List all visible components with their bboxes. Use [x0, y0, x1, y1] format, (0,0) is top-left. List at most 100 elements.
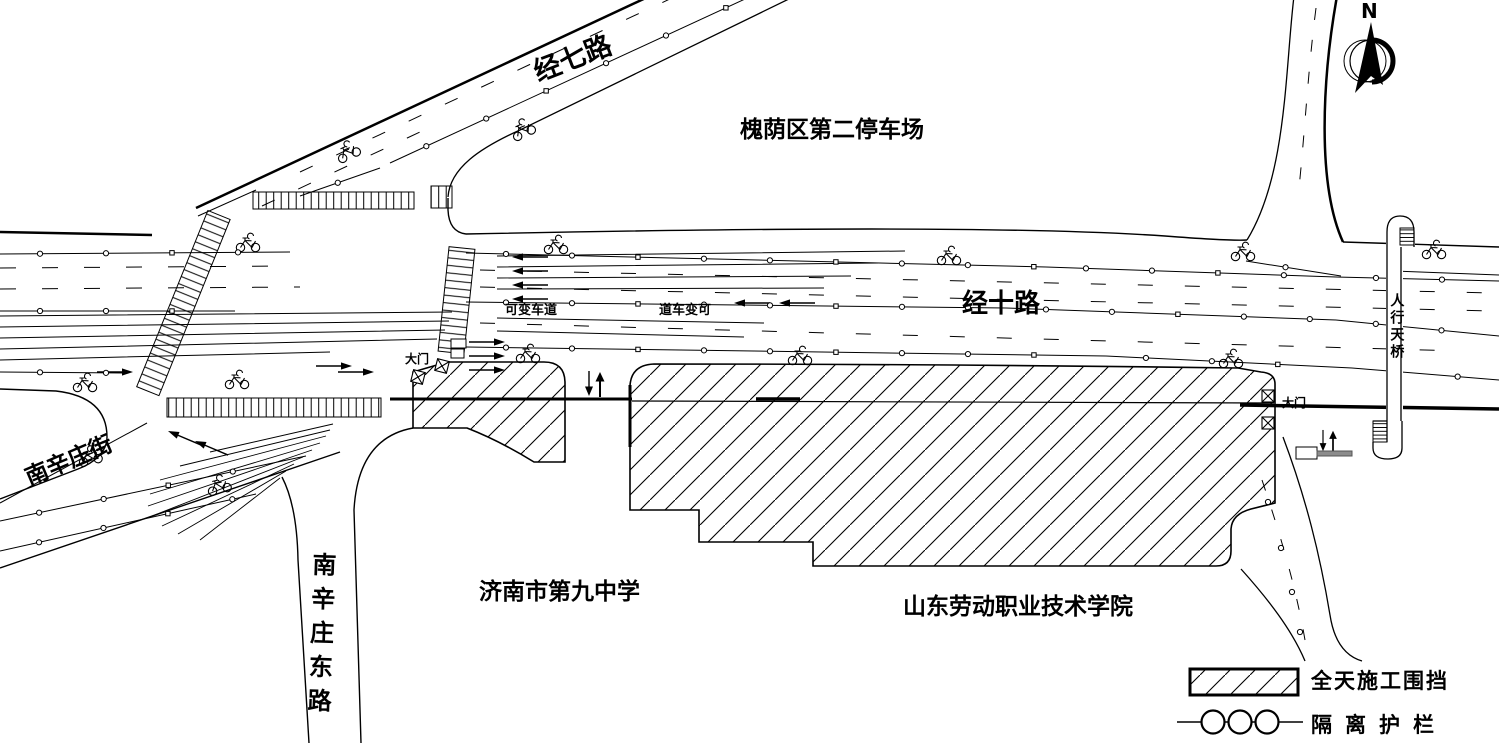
jingshi-north-edge	[465, 228, 1248, 241]
barrier-post	[1240, 313, 1247, 320]
gate-arrow-down	[584, 370, 594, 397]
barrier-post	[1282, 264, 1289, 271]
barrier-line	[465, 346, 1107, 357]
lane-arrow-left	[511, 294, 549, 304]
barrier-post	[169, 308, 175, 314]
crosswalk-north	[252, 191, 415, 210]
barrier-post	[568, 252, 576, 259]
se-road-east-edge	[1282, 436, 1363, 662]
barrier-post	[1438, 276, 1446, 283]
barrier-post	[766, 257, 774, 264]
barrier-post	[635, 301, 641, 307]
construction-zone-west	[412, 361, 566, 463]
bicycle-icon	[1218, 348, 1244, 369]
barrier-post	[229, 496, 236, 503]
barrier-line	[1045, 266, 1337, 278]
place-label-parking: 槐荫区第二停车场	[740, 117, 924, 143]
barrier-post	[1275, 361, 1281, 368]
gate-arrow-up	[1328, 429, 1338, 453]
barrier-post	[165, 482, 171, 488]
bridge-label: 人行天桥	[1388, 293, 1405, 361]
barrier-post	[334, 179, 341, 186]
barrier-post	[700, 347, 708, 354]
jingqi-road-nw-edge	[195, 0, 645, 210]
barrier-post	[102, 250, 110, 257]
barrier-post	[102, 369, 110, 376]
barrier-line	[1335, 276, 1499, 282]
bicycle-icon	[543, 234, 569, 255]
barrier-post	[964, 350, 972, 358]
barrier-post	[1108, 308, 1116, 315]
road-label-nanxinzhuang-east: 南辛庄东路	[302, 551, 337, 723]
compass-n-label: N	[1361, 0, 1378, 23]
gate-arrow-up	[594, 371, 606, 398]
barrier-line	[0, 251, 291, 255]
crosswalk-jingshi-west	[437, 246, 476, 355]
gate-arrow-down	[1319, 429, 1327, 452]
gate-label-right: 大门	[1282, 396, 1307, 410]
barrier-post	[36, 250, 44, 257]
barrier-post	[568, 345, 576, 352]
barrier-post	[502, 299, 510, 306]
barrier-post	[1372, 274, 1380, 282]
barrier-post	[1175, 311, 1181, 317]
barrier-line	[1351, 367, 1499, 381]
barrier-post	[635, 346, 641, 353]
bicycle-icon	[787, 345, 813, 366]
bicycle-icon	[936, 245, 962, 266]
bicycle-icon	[224, 369, 250, 390]
north-arrow-icon	[1343, 22, 1396, 93]
lane-markings	[0, 0, 1499, 641]
bicycle-icon	[515, 343, 541, 364]
legend-label-barrier: 隔离护栏	[1311, 713, 1447, 737]
barrier-post	[766, 302, 774, 309]
barrier-post	[36, 509, 43, 516]
bridge-stairs-top	[1399, 227, 1415, 246]
lane-arrow-right	[96, 367, 134, 377]
lane-arrow-left	[511, 280, 549, 290]
barrier-line	[0, 455, 307, 522]
barrier-line	[1245, 260, 1342, 277]
barrier-post	[35, 539, 43, 546]
barrier-post	[700, 301, 708, 308]
lane-arrow-right	[337, 367, 375, 377]
barrier-post	[898, 303, 906, 310]
barrier-post	[169, 250, 175, 256]
north-road-east-edge	[1323, 0, 1345, 243]
barrier-post	[502, 250, 510, 258]
barrier-post	[234, 249, 242, 256]
barrier-post	[1208, 358, 1215, 365]
barrier-post	[229, 468, 236, 475]
gate-symbol	[1261, 389, 1275, 403]
barrier-post	[833, 259, 839, 265]
se-road-west-edge	[1240, 568, 1306, 662]
barrier-post	[1142, 354, 1150, 362]
barrier-post	[102, 307, 110, 315]
barrier-post	[100, 495, 107, 503]
lane-label-variable-east: 道车变可	[659, 303, 712, 318]
pedestrian-bridge	[1372, 214, 1415, 460]
lane-arrow-right	[468, 351, 506, 361]
barrier-post	[766, 348, 774, 355]
barrier-post	[1148, 267, 1156, 274]
place-label-school: 济南市第九中学	[479, 579, 640, 605]
gate-label-left: 大门	[405, 352, 430, 366]
barrier-post	[1372, 320, 1379, 328]
sign-box	[1295, 446, 1318, 460]
construction-zones	[412, 361, 1276, 567]
barrier-post	[1280, 272, 1287, 279]
barrier-post	[1454, 373, 1461, 380]
barrier-post	[662, 32, 670, 39]
barrier-post	[700, 255, 708, 262]
bicycle-icon	[235, 232, 261, 253]
barrier-post	[1031, 352, 1037, 358]
barrier-line	[1335, 319, 1499, 337]
barrier-post	[964, 304, 972, 311]
lane-arrow-right	[315, 361, 353, 371]
north-road-west-edge	[1246, 0, 1295, 241]
barrier-post	[1215, 270, 1221, 276]
crosswalk-stub	[430, 185, 453, 209]
barrier-line	[389, 0, 745, 164]
barrier-post	[1306, 315, 1313, 323]
street-nw-edge	[0, 388, 108, 500]
